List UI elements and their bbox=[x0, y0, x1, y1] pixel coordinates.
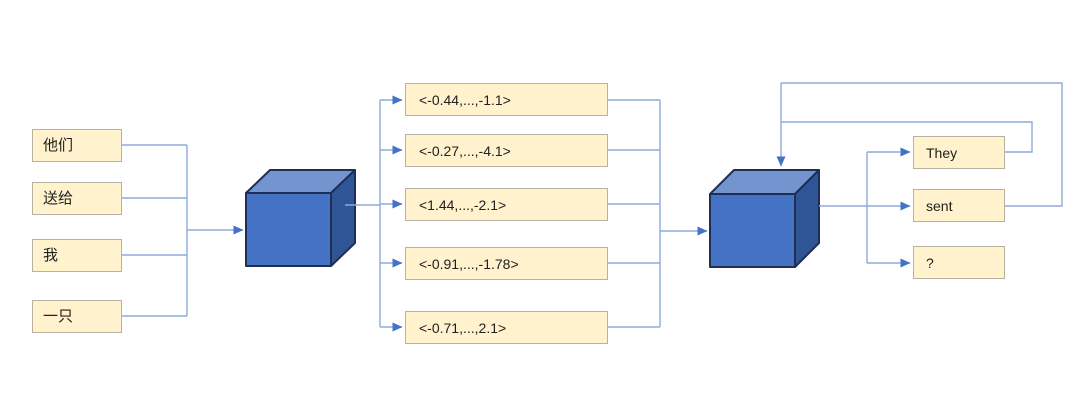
vector-box: <-0.91,...,-1.78> bbox=[405, 247, 608, 280]
vector-label: <-0.27,...,-4.1> bbox=[419, 142, 511, 159]
vector-label: <-0.71,...,2.1> bbox=[419, 319, 507, 336]
vector-label: <1.44,...,-2.1> bbox=[419, 196, 507, 213]
vector-box: <-0.71,...,2.1> bbox=[405, 311, 608, 344]
input-token-label: 我 bbox=[43, 247, 59, 264]
input-connectors bbox=[122, 144, 244, 317]
vector-label: <-0.91,...,-1.78> bbox=[419, 255, 519, 272]
output-token-label: sent bbox=[926, 197, 953, 214]
output-token-label: They bbox=[926, 144, 958, 161]
encoder-cube-front-face bbox=[245, 192, 332, 267]
input-token-box: 他们 bbox=[32, 129, 122, 162]
decoder-cube-front-face bbox=[709, 193, 796, 268]
vector-connectors bbox=[345, 95, 403, 332]
vector-box: <-0.27,...,-4.1> bbox=[405, 134, 608, 167]
decoder-cube bbox=[709, 169, 820, 268]
feedback-loop-they bbox=[781, 121, 1033, 153]
feedback-loop-sent bbox=[781, 82, 1063, 207]
input-token-label: 送给 bbox=[43, 190, 74, 207]
input-token-label: 他们 bbox=[43, 137, 74, 154]
input-token-label: 一只 bbox=[43, 308, 74, 325]
vector-box: <-0.44,...,-1.1> bbox=[405, 83, 608, 116]
input-token-box: 我 bbox=[32, 239, 122, 272]
output-connectors bbox=[819, 147, 911, 268]
encoder-cube bbox=[245, 169, 356, 267]
input-token-box: 送给 bbox=[32, 182, 122, 215]
input-token-box: 一只 bbox=[32, 300, 122, 333]
decoder-input-connectors bbox=[608, 99, 708, 328]
output-token-box: ? bbox=[913, 246, 1005, 279]
output-token-box: sent bbox=[913, 189, 1005, 222]
output-token-box: They bbox=[913, 136, 1005, 169]
output-token-label: ? bbox=[926, 254, 934, 271]
vector-box: <1.44,...,-2.1> bbox=[405, 188, 608, 221]
vector-label: <-0.44,...,-1.1> bbox=[419, 91, 511, 108]
feedback-connectors bbox=[776, 82, 1063, 207]
